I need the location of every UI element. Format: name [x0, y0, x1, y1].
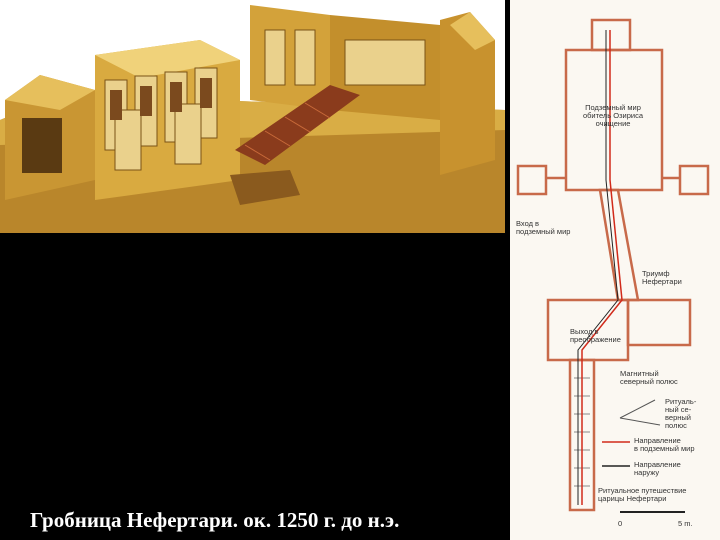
tomb-floor-plan: Подземный мир обитель Озириса очищение В…: [510, 0, 720, 540]
legend-underworld: Направление в подземный мир: [634, 436, 695, 453]
label-ritual-journey: Ритуальное путешествие царицы Нефертари: [598, 486, 687, 503]
label-exit: Выход в преображение: [570, 327, 621, 344]
scale-start: 0: [618, 519, 623, 528]
label-magnetic-north: Магнитный северный полюс: [620, 369, 678, 386]
floor-plan-drawing: [516, 18, 710, 513]
legend-out: Направление наружу: [634, 460, 681, 477]
scale-end: 5 m.: [678, 519, 693, 528]
label-ritual-north: Ритуаль- ный се- верный полюс: [665, 397, 697, 430]
label-underworld: Подземный мир обитель Озириса очищение: [582, 103, 644, 128]
tomb-cutaway-illustration: [0, 0, 505, 233]
caption: Гробница Нефертари. ок. 1250 г. до н.э.: [30, 508, 400, 532]
label-triumph: Триумф Нефертари: [642, 269, 682, 286]
label-entrance: Вход в подземный мир: [516, 219, 571, 236]
